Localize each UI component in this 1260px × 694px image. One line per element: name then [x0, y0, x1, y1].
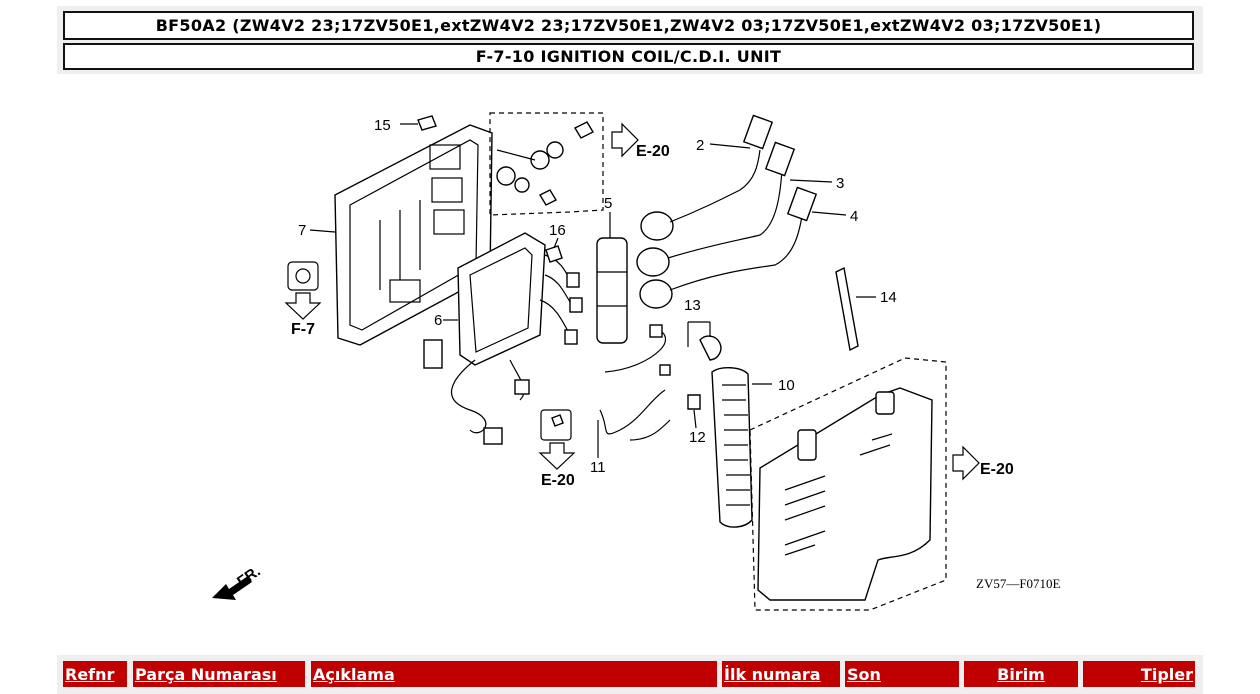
callout-6[interactable]: 6: [434, 312, 442, 329]
callout-5[interactable]: 5: [604, 195, 612, 212]
col-refnr[interactable]: Refnr: [61, 659, 129, 689]
parts-diagram: F-7 E-20: [212, 112, 1061, 611]
col-unit[interactable]: Birim: [962, 659, 1080, 689]
callout-7[interactable]: 7: [298, 222, 306, 239]
part-2-ignition-coil[interactable]: [640, 114, 774, 241]
col-part-number[interactable]: Parça Numarası: [131, 659, 307, 689]
front-arrow: FR.: [212, 563, 264, 600]
section-title: F-7-10 IGNITION COIL/C.D.I. UNIT: [63, 43, 1194, 70]
part-13-grommet[interactable]: [687, 321, 722, 361]
model-title: BF50A2 (ZW4V2 23;17ZV50E1,extZW4V2 23;17…: [63, 11, 1194, 40]
hardware-group[interactable]: E-20: [489, 112, 670, 216]
part-12-clip[interactable]: [687, 394, 701, 429]
part-15-bolt[interactable]: [400, 115, 437, 131]
callout-16[interactable]: 16: [549, 222, 566, 239]
callout-3[interactable]: 3: [836, 175, 844, 192]
callout-15[interactable]: 15: [374, 117, 391, 134]
col-types[interactable]: Tipler: [1081, 659, 1197, 689]
part-10-grommet-strip[interactable]: [711, 367, 772, 528]
part-4-ignition-coil[interactable]: [639, 186, 847, 309]
ref-e20-right: E-20: [980, 461, 1014, 478]
drawing-code: ZV57—F0710E: [976, 576, 1061, 591]
callout-11[interactable]: 11: [590, 459, 606, 476]
ref-e20-bottom[interactable]: E-20: [538, 409, 576, 489]
part-3-ignition-coil[interactable]: [636, 141, 833, 277]
callout-2[interactable]: 2: [696, 137, 704, 154]
ref-f7-label: F-7: [291, 321, 315, 338]
ref-e20-bottom-label: E-20: [541, 472, 575, 489]
part-box-cover[interactable]: E-20: [749, 357, 1014, 611]
ref-e20-top: E-20: [636, 143, 670, 160]
callout-12[interactable]: 12: [689, 429, 706, 446]
part-14-clamp[interactable]: [835, 266, 876, 352]
col-description[interactable]: Açıklama: [309, 659, 719, 689]
part-16-bolt[interactable]: [545, 237, 563, 263]
col-last[interactable]: Son: [843, 659, 961, 689]
col-first-number[interactable]: İlk numara: [720, 659, 842, 689]
callout-14[interactable]: 14: [880, 289, 897, 306]
callout-13[interactable]: 13: [684, 297, 701, 314]
callout-4[interactable]: 4: [850, 208, 858, 225]
part-11-harness[interactable]: [597, 324, 671, 458]
part-5-connector[interactable]: [596, 212, 628, 344]
callout-10[interactable]: 10: [778, 377, 795, 394]
ref-f7[interactable]: F-7: [284, 261, 322, 338]
part-6-cdi-unit[interactable]: [423, 232, 583, 445]
